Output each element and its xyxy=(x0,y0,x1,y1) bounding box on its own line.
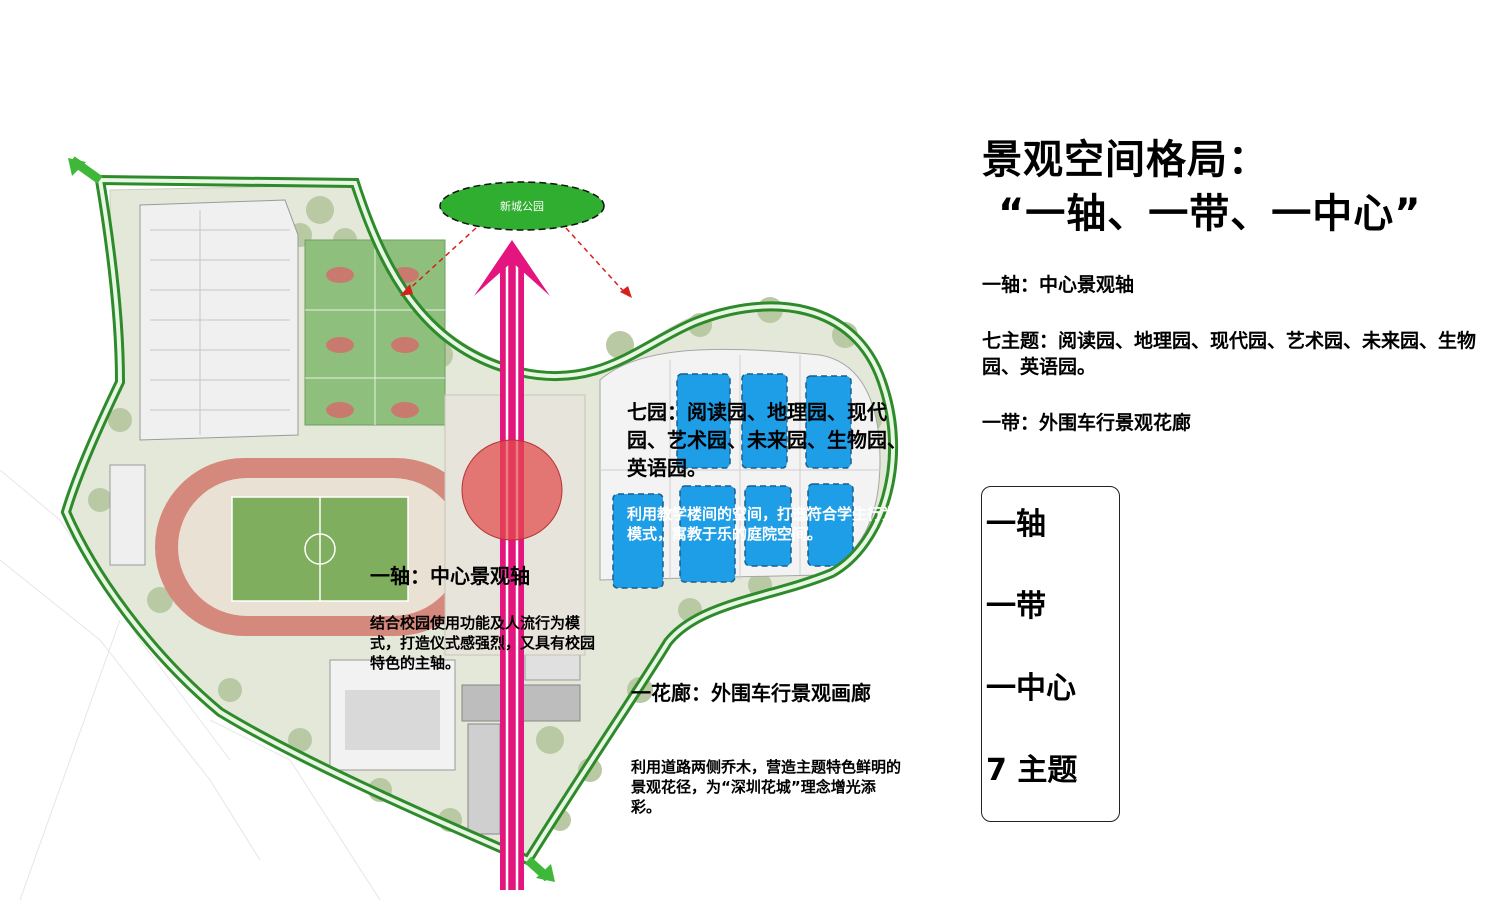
garden-future xyxy=(679,485,736,583)
garden-art xyxy=(612,493,664,589)
gardens-title: 七园：阅读园、地理园、现代园、艺术园、未来园、生物园、英语园。 xyxy=(627,400,907,480)
west-building xyxy=(109,464,146,566)
summary-item-center: 一中心 xyxy=(986,671,1076,706)
running-track xyxy=(155,458,485,636)
park-label: 新城公园 xyxy=(500,199,544,213)
axis-description: 结合校园使用功能及人流行为模式，打造仪式感强烈，又具有校园特色的主轴。 xyxy=(370,614,596,672)
center-circle xyxy=(461,439,563,541)
summary-item-belt: 一带 xyxy=(986,589,1046,624)
south-buildings xyxy=(329,654,581,835)
panel-line-axis: 一轴：中心景观轴 xyxy=(982,274,1135,296)
axis-arrow-head xyxy=(474,240,550,296)
park-connection: 新城公园 xyxy=(400,181,632,298)
central-axis xyxy=(474,240,550,890)
garden-biology xyxy=(744,485,792,567)
axis-title: 一轴：中心景观轴 xyxy=(370,564,530,588)
summary-item-themes: 7 主题 xyxy=(986,753,1078,788)
corridor-title: 一花廊：外围车行景观画廊 xyxy=(631,681,871,705)
garden-modern xyxy=(805,375,852,469)
garden-reading xyxy=(676,373,731,469)
summary-item-axis: 一轴 xyxy=(986,507,1046,542)
garden-english xyxy=(807,483,854,567)
gymnasium-building xyxy=(139,199,299,441)
corridor-description: 利用道路两侧乔木，营造主题特色鲜明的景观花径，为“深圳花城”理念增光添彩。 xyxy=(631,758,902,816)
panel-title: 景观空间格局： xyxy=(982,137,1269,183)
loop-arrow-southeast xyxy=(536,864,555,882)
panel-line-themes: 七主题：阅读园、地理园、现代园、艺术园、未来园、生物园、英语园。 xyxy=(982,330,1477,378)
loop-arrow-northwest xyxy=(68,158,86,176)
summary-box: 一轴 一带 一中心 7 主题 xyxy=(981,486,1120,822)
site-plan: 新城公园 xyxy=(0,156,899,901)
sports-courts xyxy=(304,239,446,426)
gardens-description: 利用教学楼间的空间，打造符合学生行为模式，寓教于乐的庭院空间。 xyxy=(627,505,898,543)
panel-subtitle: “一轴、一带、一中心” xyxy=(998,191,1422,237)
garden-geography xyxy=(741,373,788,469)
panel-line-belt: 一带：外围车行景观花廊 xyxy=(982,412,1192,434)
park-ellipse xyxy=(439,181,605,231)
green-loop-belt xyxy=(60,156,899,882)
garden-zones xyxy=(612,373,854,589)
